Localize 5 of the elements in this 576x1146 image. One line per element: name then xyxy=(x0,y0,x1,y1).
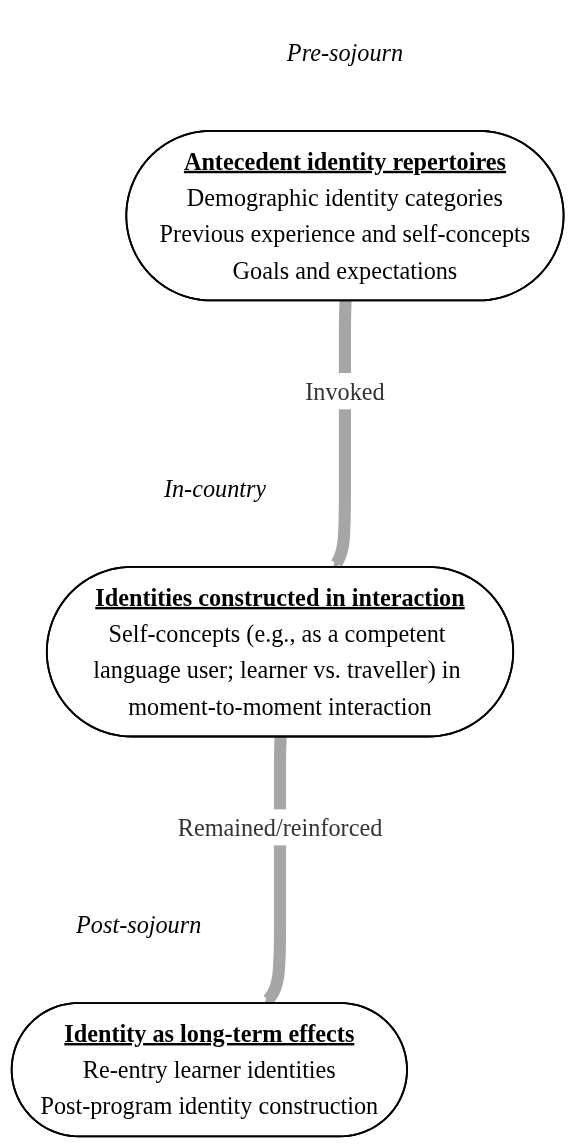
node-label: Post-sojourn xyxy=(76,910,202,938)
node-label: In-country xyxy=(164,474,267,502)
edge-label: Invoked xyxy=(305,377,386,405)
edge-label: Remained/reinforced xyxy=(178,814,383,841)
node-label: Pre-sojourn xyxy=(287,38,404,66)
